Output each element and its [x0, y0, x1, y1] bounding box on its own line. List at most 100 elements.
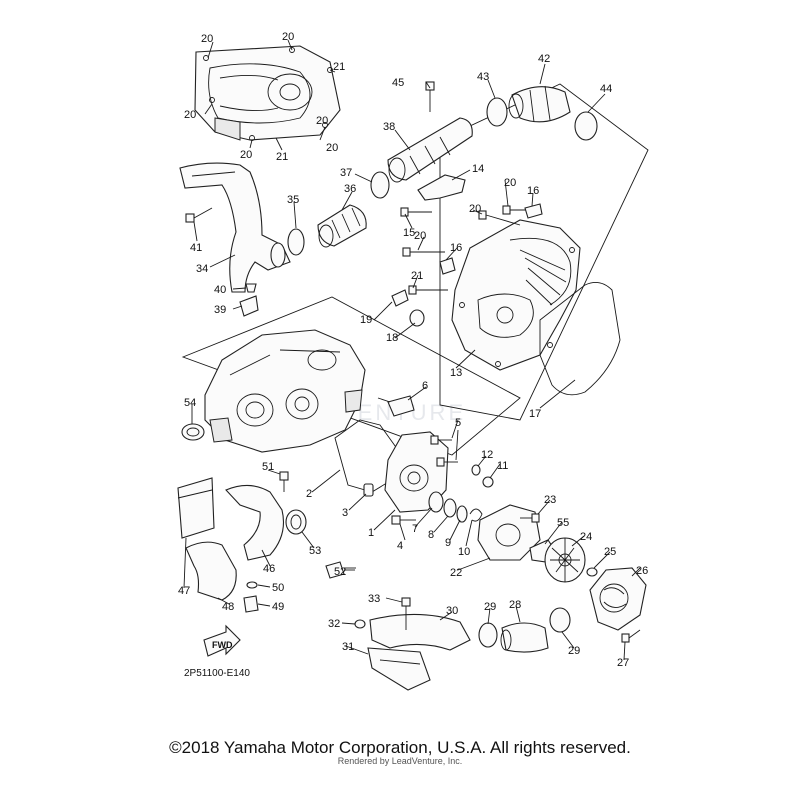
callout-label: 15 [403, 227, 415, 239]
callout-label: 34 [196, 263, 208, 275]
hose-38 [387, 117, 473, 183]
engine-phantom-frame [181, 296, 521, 456]
joint-36 [317, 204, 367, 248]
crankcase [204, 329, 366, 453]
callout-labels: 20 20 21 20 20 21 20 20 45 42 43 44 38 3… [178, 31, 648, 669]
clamp-37 [370, 171, 390, 199]
duct-30 [369, 613, 471, 651]
callout-label: 12 [481, 449, 493, 461]
hose-28 [500, 622, 549, 653]
bolts-5 [430, 435, 458, 467]
callout-label: 39 [214, 304, 226, 316]
callout-label: 20 [240, 149, 252, 161]
callout-label: 21 [276, 151, 288, 163]
callout-label: 17 [529, 408, 541, 420]
clamp-35 [287, 228, 305, 256]
bolt-4 [391, 515, 416, 525]
callout-label: 9 [445, 537, 451, 549]
callout-label: 20 [504, 177, 516, 189]
callout-label: 21 [411, 270, 423, 282]
callout-label: 26 [636, 565, 648, 577]
crankcase-cover-13 [451, 219, 581, 371]
callout-label: 40 [214, 284, 226, 296]
callout-label: 21 [333, 61, 345, 73]
callout-label: 5 [455, 417, 461, 429]
callout-label: 20 [184, 109, 196, 121]
dowel-3 [363, 483, 374, 497]
callout-label: 54 [184, 397, 196, 409]
callout-label: 3 [342, 507, 348, 519]
callout-label: 22 [450, 567, 462, 579]
cover-bolts [400, 203, 543, 295]
oring-25 [586, 567, 598, 577]
callout-label: 41 [190, 242, 202, 254]
callout-label: 46 [263, 563, 275, 575]
callout-label: 6 [422, 380, 428, 392]
callout-label: 33 [368, 593, 380, 605]
callout-label: 13 [450, 367, 462, 379]
callout-label: 20 [326, 142, 338, 154]
diagram-code: 2P51100-E140 [184, 668, 250, 679]
callout-label: 44 [600, 83, 612, 95]
callout-label: 36 [344, 183, 356, 195]
callout-label: 38 [383, 121, 395, 133]
callout-label: 18 [386, 332, 398, 344]
sensor-19 [391, 289, 409, 307]
callout-label: 10 [458, 546, 470, 558]
sensor-52 [325, 561, 356, 579]
callout-label: 31 [342, 641, 354, 653]
bolt-23 [520, 513, 540, 523]
bracket-49 [243, 595, 259, 613]
callout-label: 2 [306, 488, 312, 500]
callout-label: 28 [509, 599, 521, 611]
fwd-arrow: FWD [203, 624, 241, 657]
bracket-14 [417, 174, 466, 201]
cover-1 [384, 431, 449, 513]
svg-text:FWD: FWD [212, 640, 233, 650]
oring-12 [471, 464, 481, 476]
callout-label: 43 [477, 71, 489, 83]
clamp-54 [181, 423, 205, 441]
callout-label: 4 [397, 540, 403, 552]
clip-40 [245, 283, 257, 293]
callout-label: 7 [412, 523, 418, 535]
seal-18 [409, 309, 425, 327]
bolt-41 [185, 207, 213, 223]
callout-label: 11 [497, 460, 508, 472]
gasket-17 [539, 281, 621, 396]
callout-label: 24 [580, 531, 592, 543]
clamp-43 [486, 97, 508, 127]
clamp-44 [574, 111, 598, 141]
callout-label: 25 [604, 546, 616, 558]
callout-label: 29 [568, 645, 580, 657]
callout-label: 47 [178, 585, 190, 597]
callout-label: 30 [446, 605, 458, 617]
cover-31 [367, 647, 431, 691]
callout-label: 35 [287, 194, 299, 206]
callout-label: 52 [334, 566, 346, 578]
plug-11 [482, 476, 494, 488]
callout-label: 23 [544, 494, 556, 506]
callout-label: 53 [309, 545, 321, 557]
bolt-51 [279, 471, 289, 492]
leader-lines [183, 39, 641, 661]
callout-label: 42 [538, 53, 550, 65]
callout-label: 50 [272, 582, 284, 594]
callout-label: 37 [340, 167, 352, 179]
air-duct-34 [179, 162, 291, 293]
callout-label: 48 [222, 601, 234, 613]
rendered-by-notice: Rendered by LeadVenture, Inc. [337, 756, 463, 766]
cover-47 [177, 477, 215, 539]
callout-label: 55 [557, 517, 569, 529]
callout-label: 19 [360, 314, 372, 326]
callout-label: 1 [368, 527, 374, 539]
callout-label: 20 [414, 230, 426, 242]
callout-label: 45 [392, 77, 404, 89]
callout-label: 32 [328, 618, 340, 630]
seal-53 [285, 509, 307, 535]
callout-label: 49 [272, 601, 284, 613]
callout-label: 20 [469, 203, 481, 215]
copyright-notice: ©2018 Yamaha Motor Corporation, U.S.A. A… [169, 738, 631, 757]
clip-50 [246, 581, 258, 589]
